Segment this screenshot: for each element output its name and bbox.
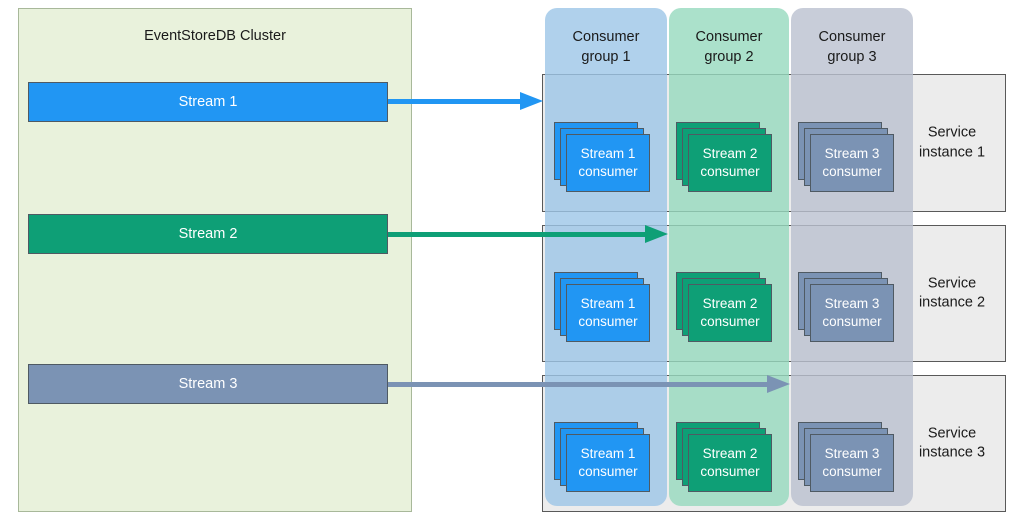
consumer-label-line2: consumer <box>700 164 760 179</box>
consumer-label-line1: Stream 2 <box>702 146 758 162</box>
consumer-group-2-title-line1: Consumer <box>695 29 763 45</box>
consumer-card-front: Stream 1 consumer <box>566 134 650 192</box>
consumer-stack-g3-i2[interactable]: Stream 3 consumer <box>798 272 894 344</box>
consumer-label-line2: consumer <box>578 164 638 179</box>
consumer-label-line2: consumer <box>700 314 760 329</box>
consumer-stack-g2-i2[interactable]: Stream 2 consumer <box>676 272 772 344</box>
consumer-card-front: Stream 2 consumer <box>688 284 772 342</box>
consumer-group-3-title: Consumer group 3 <box>791 28 913 67</box>
service-instance-2-line2: instance 2 <box>918 294 986 311</box>
consumer-group-3-title-line2: group 3 <box>827 48 877 65</box>
stream-3-bar: Stream 3 <box>28 364 388 404</box>
consumer-group-1-title-line2: group 1 <box>581 48 631 65</box>
stream-1-bar: Stream 1 <box>28 82 388 122</box>
consumer-label-line2: consumer <box>578 314 638 329</box>
consumer-label-line1: Stream 1 <box>580 296 636 312</box>
stream-2-arrow-shaft <box>388 232 648 237</box>
consumer-label-line2: consumer <box>578 464 638 479</box>
consumer-card-front: Stream 2 consumer <box>688 134 772 192</box>
consumer-label-line1: Stream 2 <box>702 296 758 312</box>
consumer-stack-g2-i3[interactable]: Stream 2 consumer <box>676 422 772 494</box>
cluster-title: EventStoreDB Cluster <box>144 28 286 44</box>
consumer-stack-g1-i1[interactable]: Stream 1 consumer <box>554 122 650 194</box>
stream-3-arrow-shaft <box>388 382 770 387</box>
consumer-label-line2: consumer <box>822 314 882 329</box>
stream-2-label: Stream 2 <box>178 226 238 242</box>
stream-1-arrow <box>388 92 543 110</box>
service-instance-2-label: Service instance 2 <box>911 274 993 313</box>
stream-2-bar: Stream 2 <box>28 214 388 254</box>
consumer-card-front: Stream 3 consumer <box>810 134 894 192</box>
stream-1-arrow-shaft <box>388 99 523 104</box>
consumer-group-2-title-line2: group 2 <box>704 48 754 65</box>
consumer-card-front: Stream 3 consumer <box>810 284 894 342</box>
consumer-label-line1: Stream 1 <box>580 146 636 162</box>
consumer-label-line1: Stream 2 <box>702 446 758 462</box>
consumer-label-line1: Stream 3 <box>824 146 880 162</box>
consumer-stack-g2-i1[interactable]: Stream 2 consumer <box>676 122 772 194</box>
stream-1-label: Stream 1 <box>178 94 238 110</box>
consumer-group-1-title: Consumer group 1 <box>545 28 667 67</box>
stream-3-label: Stream 3 <box>178 376 238 392</box>
stream-3-arrow-head <box>767 375 790 393</box>
consumer-card-front: Stream 1 consumer <box>566 284 650 342</box>
service-instance-3-label: Service instance 3 <box>911 424 993 463</box>
service-instance-1-label: Service instance 1 <box>911 123 993 162</box>
consumer-group-2-title: Consumer group 2 <box>669 28 789 67</box>
consumer-card-front: Stream 1 consumer <box>566 434 650 492</box>
stream-2-arrow <box>388 225 668 243</box>
stream-1-arrow-head <box>520 92 543 110</box>
consumer-label-line2: consumer <box>822 464 882 479</box>
service-instance-2-line1: Service <box>927 274 977 291</box>
consumer-label-line2: consumer <box>822 164 882 179</box>
consumer-card-front: Stream 2 consumer <box>688 434 772 492</box>
service-instance-3-line1: Service <box>927 424 977 441</box>
consumer-label-line1: Stream 3 <box>824 446 880 462</box>
service-instance-3-line2: instance 3 <box>918 444 986 461</box>
stream-3-arrow <box>388 375 790 393</box>
consumer-label-line2: consumer <box>700 464 760 479</box>
consumer-group-1-title-line1: Consumer <box>572 29 640 45</box>
consumer-stack-g1-i2[interactable]: Stream 1 consumer <box>554 272 650 344</box>
consumer-group-3-title-line1: Consumer <box>818 29 886 45</box>
service-instance-1-line1: Service <box>927 124 977 141</box>
consumer-stack-g3-i1[interactable]: Stream 3 consumer <box>798 122 894 194</box>
consumer-stack-g3-i3[interactable]: Stream 3 consumer <box>798 422 894 494</box>
stream-2-arrow-head <box>645 225 668 243</box>
consumer-label-line1: Stream 3 <box>824 296 880 312</box>
consumer-label-line1: Stream 1 <box>580 446 636 462</box>
consumer-card-front: Stream 3 consumer <box>810 434 894 492</box>
consumer-stack-g1-i3[interactable]: Stream 1 consumer <box>554 422 650 494</box>
service-instance-1-line2: instance 1 <box>918 144 986 160</box>
